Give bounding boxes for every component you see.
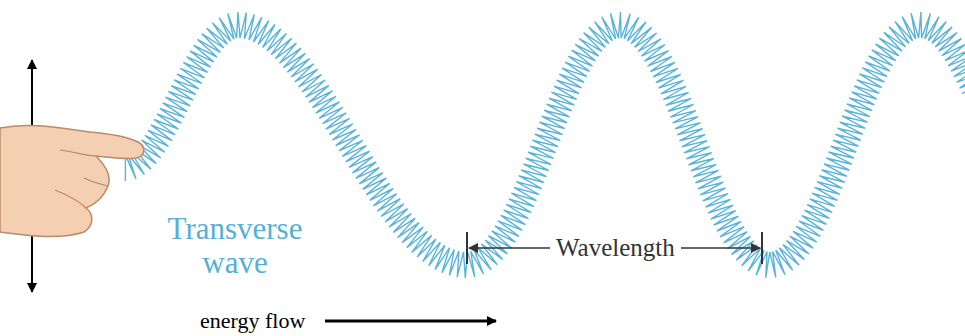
hand [0,125,144,236]
wavelength-label: Wavelength [550,234,681,262]
wave-type-label: Transverse wave [160,212,310,280]
energy-flow-label: energy flow [200,308,305,334]
wavelength-bracket [467,232,762,264]
energy-arrow [325,320,496,323]
